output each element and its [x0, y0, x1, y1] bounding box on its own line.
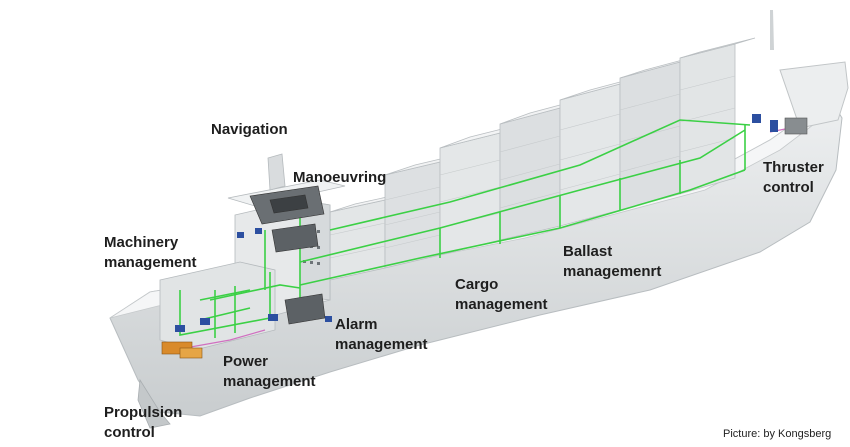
navigation-label-text: Navigation: [211, 121, 288, 138]
network-top-line: [329, 119, 751, 231]
manoeuvring-label: Manoeuvring: [293, 168, 386, 188]
cargo-management-label: Cargo management: [455, 275, 548, 315]
container-bay-6: [619, 61, 681, 211]
container-bay-5: [559, 83, 621, 227]
container-bay-7: [679, 43, 736, 195]
power-management-label: Power management: [223, 352, 316, 392]
thruster-control-label: Thruster control: [763, 158, 824, 198]
thruster-label-line-1: Thruster: [763, 159, 824, 176]
stern-rudder: [137, 378, 171, 429]
power-equipment-2: [200, 318, 210, 325]
propulsion-label-line-1: Propulsion: [104, 404, 183, 421]
thruster-equipment-2: [784, 117, 808, 135]
mast: [770, 10, 774, 50]
container-bay-7-top: [679, 37, 756, 59]
network-upper-line: [299, 129, 746, 263]
network-risers: [439, 125, 746, 258]
thruster-equipment-1: [770, 120, 778, 132]
picture-credit: Picture: by Kongsberg: [723, 428, 832, 440]
power-label-line-1: Power: [223, 353, 269, 370]
equipment: [161, 114, 808, 359]
machinery-label-line-2: management: [104, 254, 197, 271]
ballast-label-line-1: Ballast: [563, 243, 613, 260]
container-bay-3: [439, 132, 501, 256]
propulsion-control-label: Propulsion control: [104, 403, 182, 443]
engine-casing: [159, 261, 276, 351]
propulsion-label-line-2: control: [104, 424, 155, 441]
power-equipment-3: [268, 314, 278, 321]
manoeuvring-label-text: Manoeuvring: [293, 169, 387, 186]
machinery-management-label: Machinery management: [104, 233, 197, 273]
funnel: [267, 153, 286, 191]
deck-device-3: [325, 316, 332, 322]
alarm-label-line-2: management: [335, 336, 428, 353]
thruster-label-line-2: control: [763, 179, 814, 196]
ballast-management-label: Ballast managemenrt: [563, 242, 661, 282]
cargo-label-line-1: Cargo: [455, 276, 499, 293]
power-label-line-2: management: [223, 373, 316, 390]
manoeuvring-console-screen: [269, 194, 309, 214]
consoles: [249, 185, 326, 325]
deck-device-1: [237, 232, 244, 238]
ballast-equipment: [752, 114, 761, 123]
alarm-management-label: Alarm management: [335, 315, 428, 355]
navigation-label: Navigation: [211, 120, 288, 140]
alarm-label-line-1: Alarm: [335, 316, 378, 333]
network-lower-line: [209, 284, 301, 301]
power-equipment-1: [175, 325, 185, 332]
machinery-label-line-1: Machinery: [104, 234, 179, 251]
deck-device-2: [255, 228, 262, 234]
propulsion-unit: [179, 347, 203, 359]
network-engine-room: [179, 272, 271, 338]
cargo-label-line-2: management: [455, 296, 548, 313]
ballast-label-line-2: managemenrt: [563, 263, 662, 280]
navigation-console: [271, 223, 319, 253]
alarm-console: [284, 293, 326, 325]
